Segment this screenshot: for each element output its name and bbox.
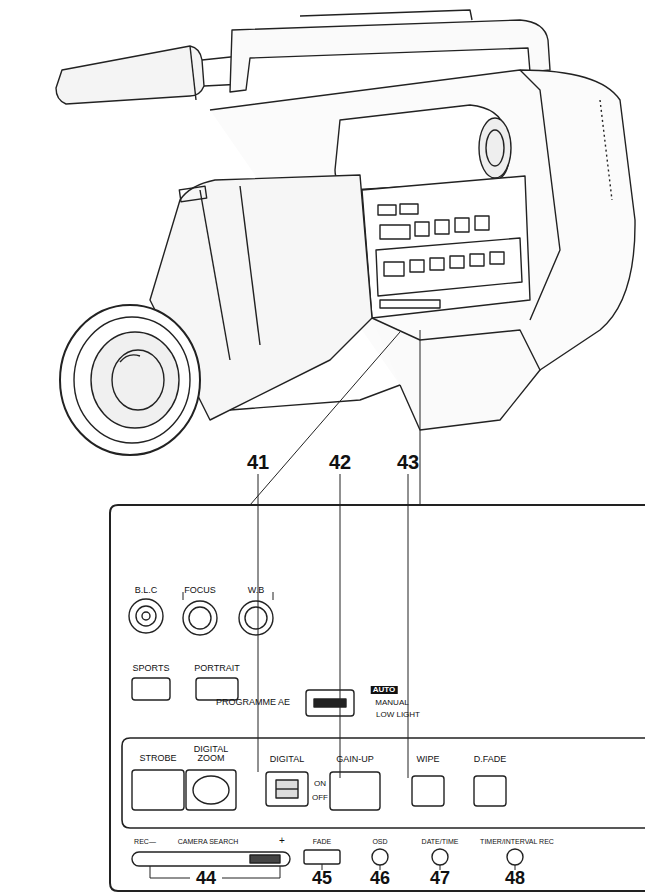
callout-number: 47: [430, 869, 450, 888]
callout-number: 41: [247, 452, 269, 473]
control-label: D.FADE: [474, 755, 507, 764]
control-label: STROBE: [139, 754, 176, 763]
control-label: OSD: [372, 838, 387, 845]
control-label: TIMER/INTERVAL REC: [480, 838, 554, 845]
control-label: WIPE: [416, 755, 439, 764]
control-label: SPORTS: [133, 664, 170, 673]
control-label: GAIN-UP: [336, 755, 374, 764]
control-label: REC—: [134, 838, 156, 845]
control-label: DATE/TIME: [422, 838, 459, 845]
switch-label: ON: [314, 780, 326, 788]
callout-number: 45: [312, 869, 332, 888]
control-label: B.L.C: [135, 586, 158, 595]
option-label: AUTO: [371, 686, 398, 694]
callout-number: 48: [505, 869, 525, 888]
camcorder-drawing: [56, 10, 635, 505]
control-label: PROGRAMME AE: [216, 698, 290, 707]
control-label: DIGITAL ZOOM: [185, 745, 237, 764]
option-label: LOW LIGHT: [376, 711, 420, 719]
control-label: FOCUS: [184, 586, 216, 595]
control-label: +: [279, 836, 285, 847]
control-label: PORTRAIT: [194, 664, 239, 673]
option-label: MANUAL: [375, 699, 408, 707]
control-label: CAMERA SEARCH: [178, 838, 239, 845]
callout-number: 43: [397, 452, 419, 473]
control-label: W.B: [248, 586, 265, 595]
callout-number: 46: [370, 869, 390, 888]
switch-label: OFF: [312, 794, 328, 802]
control-panel-inset: [110, 474, 645, 891]
control-label: FADE: [313, 838, 331, 845]
control-label: DIGITAL: [270, 755, 304, 764]
callout-number: 42: [329, 452, 351, 473]
callout-number: 44: [196, 869, 216, 888]
